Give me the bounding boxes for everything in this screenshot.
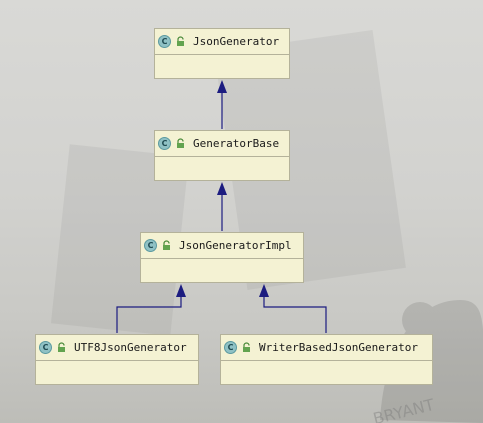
class-c-icon: C bbox=[224, 341, 237, 354]
class-name: WriterBasedJsonGenerator bbox=[259, 341, 418, 354]
class-name: UTF8JsonGenerator bbox=[74, 341, 187, 354]
class-fields-compartment bbox=[155, 157, 289, 181]
class-generator-base[interactable]: C GeneratorBase bbox=[154, 130, 290, 181]
class-header: C GeneratorBase bbox=[155, 131, 289, 157]
edge-writerbasedjsongenerator-to-jsongeneratorimpl bbox=[263, 297, 327, 333]
class-c-icon: C bbox=[39, 341, 52, 354]
class-name: GeneratorBase bbox=[193, 137, 280, 150]
class-c-icon: C bbox=[158, 35, 171, 48]
arrowhead-to-generatorbase bbox=[217, 182, 227, 195]
class-header: C WriterBasedJsonGenerator bbox=[221, 335, 432, 361]
lock-icon bbox=[177, 138, 184, 148]
class-utf8-json-generator[interactable]: C UTF8JsonGenerator bbox=[35, 334, 199, 385]
class-fields-compartment bbox=[141, 259, 303, 283]
arrowhead-to-jsongeneratorimpl-left bbox=[176, 284, 186, 297]
class-name: JsonGeneratorImpl bbox=[179, 239, 292, 252]
arrowhead-to-jsongenerator bbox=[217, 80, 227, 93]
lock-icon bbox=[177, 36, 184, 46]
edge-utf8jsongenerator-to-jsongeneratorimpl bbox=[116, 297, 182, 333]
class-header: C JsonGenerator bbox=[155, 29, 289, 55]
class-c-icon: C bbox=[144, 239, 157, 252]
class-json-generator[interactable]: C JsonGenerator bbox=[154, 28, 290, 79]
lock-icon bbox=[58, 342, 65, 352]
class-writer-based-json-generator[interactable]: C WriterBasedJsonGenerator bbox=[220, 334, 433, 385]
class-json-generator-impl[interactable]: C JsonGeneratorImpl bbox=[140, 232, 304, 283]
class-c-icon: C bbox=[158, 137, 171, 150]
class-fields-compartment bbox=[221, 361, 432, 385]
lock-icon bbox=[243, 342, 250, 352]
lock-icon bbox=[163, 240, 170, 250]
class-header: C JsonGeneratorImpl bbox=[141, 233, 303, 259]
class-fields-compartment bbox=[36, 361, 198, 385]
class-header: C UTF8JsonGenerator bbox=[36, 335, 198, 361]
arrowhead-to-jsongeneratorimpl-right bbox=[259, 284, 269, 297]
class-name: JsonGenerator bbox=[193, 35, 280, 48]
class-fields-compartment bbox=[155, 55, 289, 79]
